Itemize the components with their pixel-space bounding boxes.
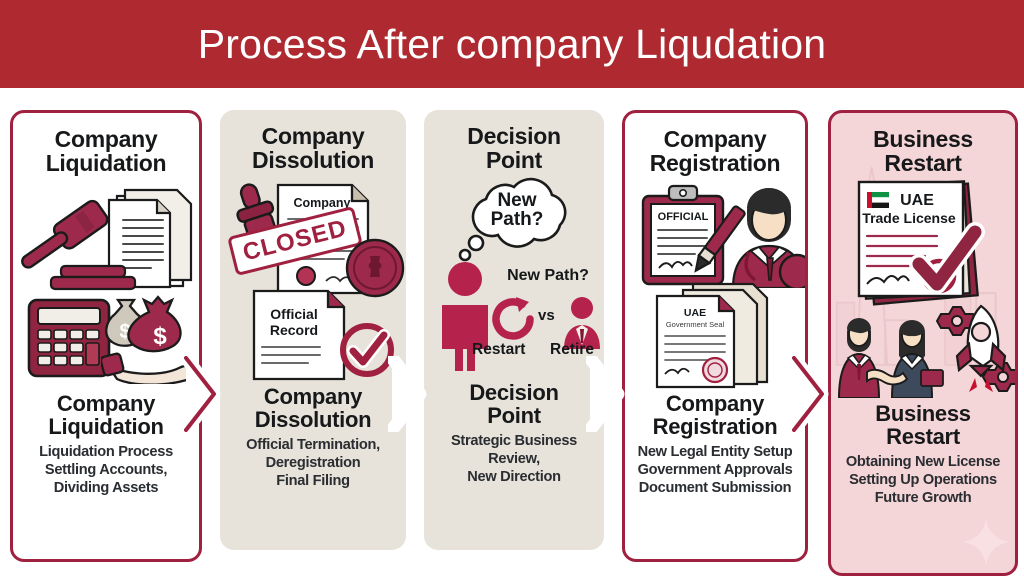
thought-bubble-text: New Path? <box>490 189 544 231</box>
connector-arrow-2 <box>388 356 427 432</box>
wax-seal-icon <box>345 238 405 297</box>
clipboard-icon: OFFICIAL <box>641 184 725 285</box>
pen-icon <box>694 205 746 273</box>
step-subtitle: Company Dissolution <box>254 383 372 433</box>
doc-line-2: Government Seal <box>666 320 725 329</box>
step-title: Company Registration <box>649 126 781 177</box>
connector-arrow-3 <box>586 356 625 432</box>
step-artwork: Company <box>226 177 405 385</box>
restart-option-label: Restart <box>472 340 526 358</box>
step-card-company-registration[interactable]: Company Registration OFFICIAL <box>622 110 808 562</box>
step-artwork: $ $ <box>19 180 199 392</box>
money-bag-in-hand-icon: $ $ <box>101 294 199 384</box>
record-line-1: Official <box>270 306 317 322</box>
record-line-2: Record <box>270 322 318 338</box>
license-line-1: UAE <box>900 192 934 209</box>
svg-text:$: $ <box>119 321 130 343</box>
retire-option-label: Retire <box>550 340 594 358</box>
step-description: New Legal Entity Setup Government Approv… <box>637 444 793 496</box>
step-description: Liquidation Process Settling Accounts, D… <box>39 444 173 496</box>
step-description: Official Termination, Deregistration Fin… <box>246 437 380 489</box>
handshake-icon <box>837 317 944 398</box>
connector-arrow-4 <box>790 356 829 432</box>
step-card-decision-point[interactable]: Decision Point New Path? <box>424 110 604 550</box>
document-heading: Company <box>294 196 351 210</box>
clipboard-label: OFFICIAL <box>658 211 709 223</box>
connector-arrow-1 <box>182 356 221 432</box>
step-subtitle: Company Registration <box>652 390 778 440</box>
page-title: Process After company Liqudation <box>197 20 827 67</box>
decision-question-label: New Path? <box>507 266 589 284</box>
step-description: Obtaining New License Setting Up Operati… <box>845 454 1001 506</box>
check-circle-icon <box>340 322 394 377</box>
step-artwork: New Path? New Path? <box>430 175 600 381</box>
steps-stage: Company Liquidation <box>0 88 1024 576</box>
step-subtitle: Business Restart <box>875 400 971 450</box>
license-line-2: Trade License <box>862 210 956 226</box>
rocket-icon <box>935 304 1015 392</box>
versus-label: vs <box>538 306 555 324</box>
government-seal-icon <box>701 356 729 383</box>
thought-bubble-icon <box>458 177 567 262</box>
step-subtitle: Company Liquidation <box>48 390 164 440</box>
businessman-icon <box>731 187 805 288</box>
step-subtitle: Decision Point <box>469 379 559 429</box>
step-title: Company Liquidation <box>45 126 167 177</box>
restart-arrow-icon <box>492 296 534 340</box>
svg-text:$: $ <box>153 323 167 350</box>
step-artwork: UAE Trade License <box>837 178 1015 402</box>
retire-person-icon <box>564 296 600 349</box>
gear-icon <box>935 305 1015 392</box>
gavel-document-icon <box>21 188 193 290</box>
person-icon <box>442 261 488 371</box>
step-card-company-liquidation[interactable]: Company Liquidation <box>10 110 202 562</box>
step-card-business-restart[interactable]: Business Restart <box>828 110 1018 576</box>
doc-line-1: UAE <box>684 307 706 319</box>
step-title: Company Dissolution <box>252 123 374 174</box>
sparkle-icon <box>963 519 1009 565</box>
step-artwork: OFFICIAL <box>631 180 805 392</box>
signature-icon <box>658 260 693 269</box>
step-description: Strategic Business Review, New Direction <box>451 433 577 485</box>
step-title: Decision Point <box>467 123 561 174</box>
step-card-company-dissolution[interactable]: Company Dissolution Company <box>220 110 406 550</box>
header-banner: Process After company Liqudation <box>0 0 1024 88</box>
trade-license-document-icon: UAE Trade License <box>857 179 985 306</box>
document-stack-icon: UAE Government Seal <box>655 282 769 388</box>
step-title: Business Restart <box>873 126 973 177</box>
